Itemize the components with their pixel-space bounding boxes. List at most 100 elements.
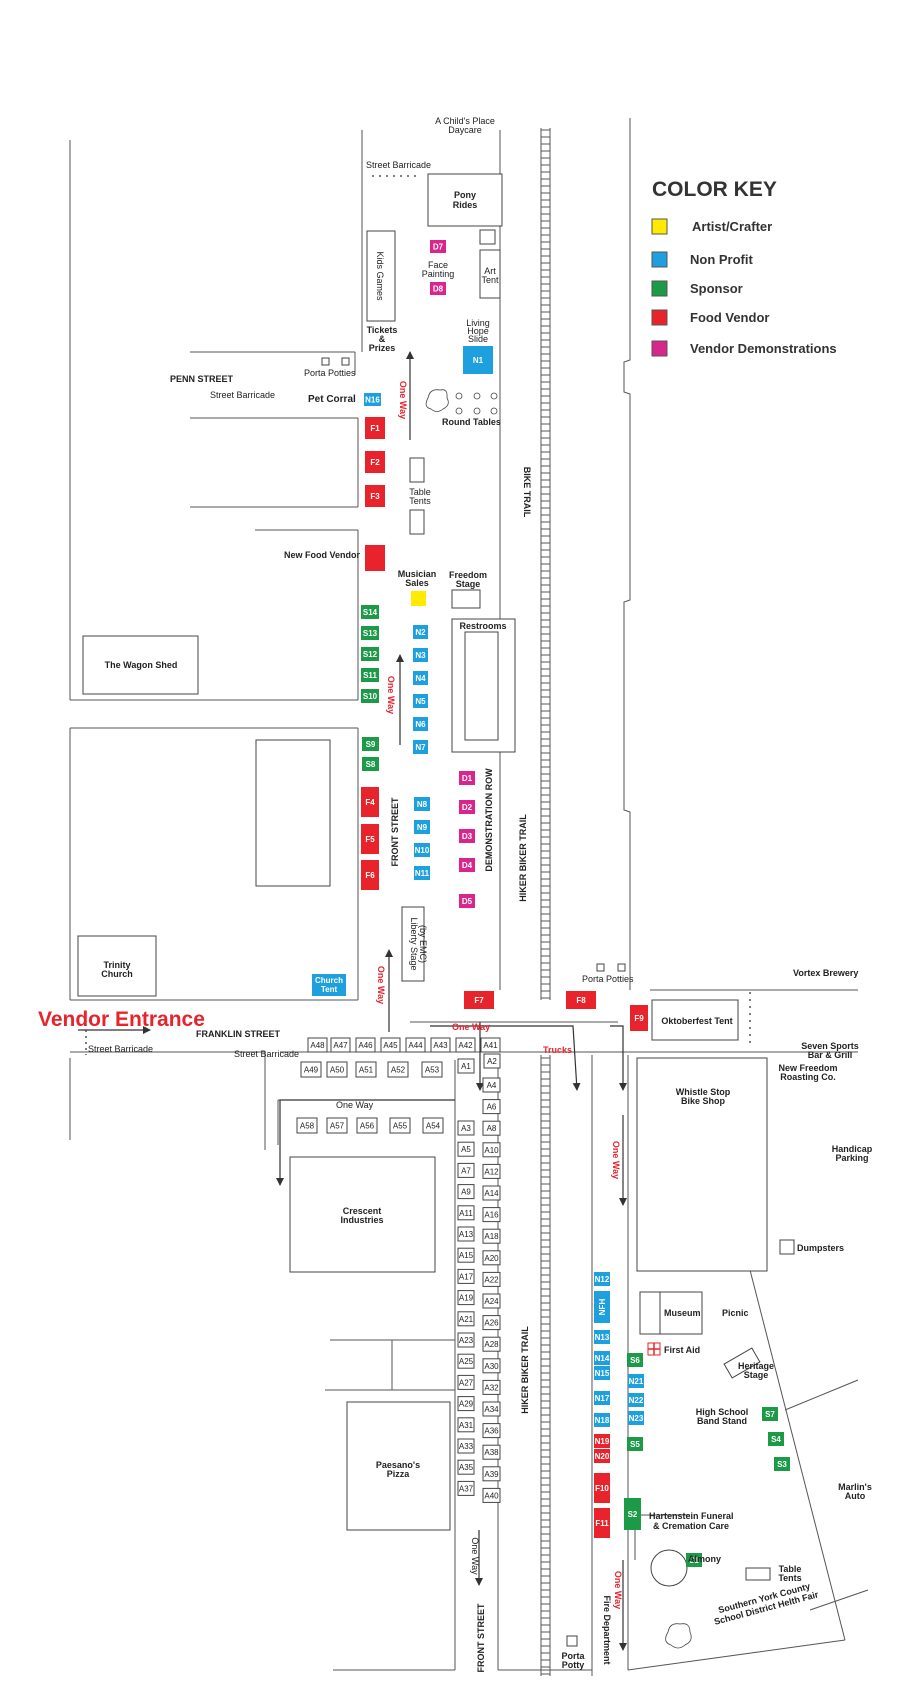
color-key-label: Non Profit — [690, 252, 753, 267]
stall-box — [686, 1553, 702, 1567]
stall-a23: A23 — [457, 1332, 475, 1348]
stall-n16: N16 — [364, 393, 381, 406]
stall-box — [628, 1393, 644, 1407]
street-barricade-label: Street Barricade — [210, 390, 275, 400]
one-way-label: One Way — [613, 1571, 623, 1609]
stall-f2: F2 — [365, 451, 385, 473]
stall-box — [405, 1037, 426, 1053]
marlins-auto-label: Marlin's — [838, 1482, 872, 1492]
stall-box — [457, 1290, 475, 1306]
stall-label: N9 — [417, 823, 428, 832]
heritage-stage-label: Heritage — [738, 1361, 774, 1371]
stall-box — [361, 689, 379, 703]
stall-a22: A22 — [482, 1271, 501, 1287]
stall-f3: F3 — [365, 485, 385, 507]
stall-box — [355, 1037, 376, 1053]
one-way-label: One Way — [398, 381, 408, 419]
table-tent-2 — [409, 509, 425, 535]
stall-label: A2 — [487, 1057, 497, 1066]
art-tent-label: Art — [484, 266, 496, 276]
color-key-swatch — [651, 251, 668, 268]
fire-department-label: Fire Department — [602, 1595, 612, 1664]
stall-box — [459, 829, 475, 843]
stall-label: A11 — [459, 1209, 473, 1218]
stall-label: S11 — [363, 671, 377, 680]
stall-a33: A33 — [457, 1438, 475, 1454]
stall-s9: S9 — [362, 737, 379, 751]
stall-box — [296, 1117, 318, 1134]
stall-n3: N3 — [413, 648, 428, 662]
stall-box — [422, 1117, 444, 1134]
stall-n12: N12 — [594, 1272, 610, 1286]
stall-n7: N7 — [413, 740, 428, 754]
stall-label: N13 — [595, 1333, 610, 1342]
stall-box — [457, 1311, 475, 1327]
stall-box — [630, 1005, 648, 1031]
stall-label: N19 — [595, 1437, 610, 1446]
porta-potty-top-1 — [321, 357, 330, 366]
stall-a12: A12 — [482, 1163, 501, 1179]
stall-label: A15 — [459, 1251, 474, 1260]
stall-label: A13 — [459, 1230, 474, 1239]
stall-s11: S11 — [361, 668, 379, 682]
stall-box — [413, 671, 428, 685]
handicap-parking-label: Parking — [835, 1153, 868, 1163]
stall-n19: N19 — [594, 1434, 610, 1448]
stall-label: S1 — [689, 1556, 699, 1565]
first-aid-icon — [647, 1342, 661, 1356]
restrooms-label: Restrooms — [459, 621, 506, 631]
stall-label: S8 — [366, 760, 376, 769]
stall-box — [594, 1366, 610, 1380]
stall-a37: A37 — [457, 1480, 475, 1496]
stall-box — [430, 240, 446, 253]
stall-a3: A3 — [457, 1120, 475, 1136]
freedom-stage-box — [451, 589, 481, 609]
stall-box — [430, 282, 446, 295]
stall-label: D3 — [462, 832, 473, 841]
color-key-swatch — [651, 340, 668, 357]
color-key-label: Food Vendor — [690, 310, 769, 325]
stall-box — [594, 1434, 610, 1448]
stall-label: A10 — [484, 1146, 499, 1155]
stall-box — [627, 1437, 643, 1451]
stall-box — [483, 1053, 501, 1069]
stall-f10: F10 — [594, 1473, 610, 1503]
porta-potty-label: Potty — [562, 1660, 585, 1670]
stall-s13: S13 — [361, 626, 379, 640]
stall-n2: N2 — [413, 625, 428, 639]
heritage-stage-label: Stage — [744, 1370, 769, 1380]
penn-street-label: PENN STREET — [170, 374, 234, 384]
stall-box — [361, 668, 379, 682]
stall-box — [594, 1508, 610, 1538]
stall-box — [457, 1396, 475, 1412]
stall-a42: A42 — [455, 1037, 476, 1053]
pony-rides-label: Pony — [454, 190, 476, 200]
stall-box — [430, 1037, 451, 1053]
street-barricade-label: Street Barricade — [366, 160, 431, 170]
stall-box — [482, 1315, 501, 1331]
daycare-label: Daycare — [448, 125, 482, 135]
color-key-label: Sponsor — [690, 281, 743, 296]
stall-n14: N14 — [594, 1351, 610, 1365]
pet-corral-label: Pet Corral — [308, 394, 356, 405]
stall-a52: A52 — [387, 1061, 409, 1078]
stall-a34: A34 — [482, 1401, 501, 1417]
one-way-label: One Way — [376, 966, 386, 1004]
stall-box — [413, 625, 428, 639]
art-tent-label: Tent — [481, 275, 499, 285]
stall-label: A7 — [461, 1166, 471, 1175]
stall-n15: N15 — [594, 1366, 610, 1380]
stall-label: N15 — [595, 1369, 610, 1378]
stall-box — [482, 1336, 501, 1352]
stall-s12: S12 — [361, 647, 379, 661]
porta-potty-box — [566, 1635, 578, 1647]
stall-a4: A4 — [482, 1077, 501, 1093]
stall-n13: N13 — [594, 1330, 610, 1344]
stall-label: A35 — [459, 1463, 474, 1472]
stall-n20: N20 — [594, 1449, 610, 1463]
seven-sports-label: Seven Sports — [801, 1041, 859, 1051]
stall-label: A17 — [459, 1272, 474, 1281]
stall-label: A18 — [484, 1232, 499, 1241]
porta-potty-label: Porta — [561, 1651, 585, 1661]
